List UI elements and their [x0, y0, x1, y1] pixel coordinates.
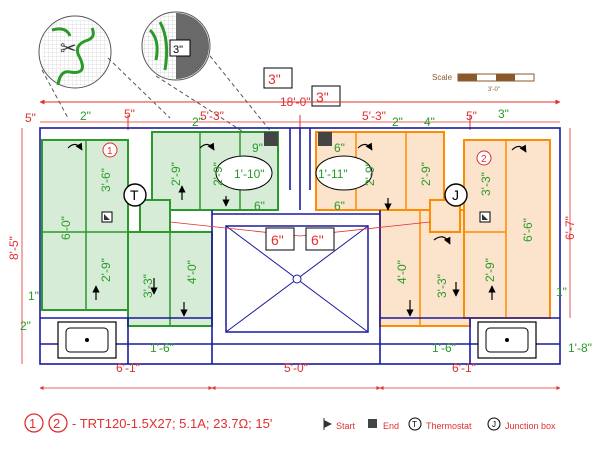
- dimension-label-r-111: 1'-11": [318, 167, 348, 181]
- dimension-label-l-33: 3'-3": [141, 274, 155, 298]
- dimension-label-l-29b: 2'-9": [169, 162, 183, 186]
- toilet-right: [315, 155, 373, 191]
- dimension-label-l-9: 9": [252, 141, 263, 155]
- dimension-label-r-top3: 3": [498, 107, 509, 121]
- dimension-label-r-66: 6'-6": [521, 218, 535, 242]
- thermostat-marker: T: [123, 183, 147, 207]
- dimension-label-l-60: 6'-0": [59, 216, 73, 240]
- dimension-label-r-29b: 2'-9": [419, 162, 433, 186]
- dimension-label-l-2a: 2": [20, 319, 31, 333]
- dimension-label-r-1b: 1": [556, 285, 567, 299]
- dim-top-left-gap: 5": [25, 111, 36, 125]
- sink-right: [477, 321, 537, 359]
- dimension-label-l-16: 1'-6": [150, 341, 174, 355]
- dim-top-left-mid: 5": [124, 107, 135, 121]
- dim-bottom-left: 6'-1": [116, 361, 140, 375]
- end-square-left: [264, 132, 278, 146]
- dimension-label-l-29a: 2'-9": [99, 258, 113, 282]
- dimension-label-one: 1: [107, 146, 113, 157]
- dimension-label-thermostat: T: [130, 187, 139, 203]
- dimension-label-r-6b: 6": [334, 141, 345, 155]
- start-flag-icon: [324, 420, 332, 428]
- end-square-right: [318, 132, 332, 146]
- dimension-label-l-110: 1'-10": [234, 167, 265, 181]
- box-3in-right: 3": [316, 89, 329, 105]
- legend-spec: - TRT120-1.5X27; 5.1A; 23.7Ω; 15': [72, 416, 272, 431]
- legend-num-2: 2: [53, 416, 60, 431]
- legend-start: Start: [336, 421, 356, 431]
- dim-top-right-gap: 5": [466, 109, 477, 123]
- dimension-label-l-40: 4'-0": [185, 260, 199, 284]
- dimension-label-two: 2: [481, 154, 487, 165]
- dim-top-center-left: 5'-3": [200, 109, 224, 123]
- dimension-label-r-6c: 6": [334, 199, 345, 213]
- dimension-label-l-1a: 1": [28, 289, 39, 303]
- dimension-label-r-33a: 3'-3": [479, 172, 493, 196]
- dim-bottom-right: 6'-1": [452, 361, 476, 375]
- sink-left: [57, 321, 117, 359]
- thermostat-icon: T: [412, 420, 417, 429]
- dimension-label-l-6a: 6": [254, 199, 265, 213]
- gap-callout: 3": [141, 11, 273, 134]
- start-flag-icon: [101, 211, 491, 223]
- end-square-icon: [368, 419, 377, 428]
- shower-tray: [225, 225, 369, 333]
- dim-bottom-center: 5'-0": [284, 361, 308, 375]
- dimension-label-r-29a: 2'-9": [363, 162, 377, 186]
- toilet-left: [215, 155, 273, 191]
- overall-width: 18'-0": [280, 95, 311, 109]
- dimension-label-r-16: 1'-6": [432, 341, 456, 355]
- dimension-label-junction: J: [452, 187, 459, 203]
- center-gap-left: 6": [271, 232, 284, 248]
- legend-thermostat: Thermostat: [426, 421, 472, 431]
- scissors-callout: ✂: [38, 15, 171, 119]
- callout-gap-label: 3": [173, 44, 183, 56]
- center-gap-right: 6": [311, 232, 324, 248]
- scale-value: 3'-0": [488, 87, 500, 93]
- junction-icon: J: [492, 420, 496, 429]
- dimension-label-r-33b: 3'-3": [435, 274, 449, 298]
- walls: [39, 127, 561, 365]
- dimension-label-l-top1: 2": [80, 109, 91, 123]
- legend-num-1: 1: [29, 416, 36, 431]
- dimension-label-l-29c: 2'-9": [211, 162, 225, 186]
- dimension-label-r-top1: 2": [392, 115, 403, 129]
- legend: 1 2 - TRT120-1.5X27; 5.1A; 23.7Ω; 15' St…: [24, 413, 556, 433]
- box-3in-left: 3": [268, 71, 281, 87]
- heating-zone-right: [315, 131, 551, 327]
- dimension-label-l-36: 3'-6": [99, 168, 113, 192]
- dimension-label-r-40: 4'-0": [395, 260, 409, 284]
- scissors-icon: ✂: [60, 38, 77, 60]
- scale-bar: Scale 3'-0": [432, 73, 535, 93]
- heating-zone-left: [41, 131, 279, 327]
- dimension-label-r-29c: 2'-9": [483, 258, 497, 282]
- dimension-label-r-18: 1'-8": [568, 341, 592, 355]
- dimension-label-r-top2: 4": [424, 115, 435, 129]
- circuit-1-marker: 1: [102, 142, 118, 158]
- circuit-2-marker: 2: [476, 150, 492, 166]
- dimension-label-l-top2: 2": [192, 115, 203, 129]
- junction-marker: J: [444, 183, 468, 207]
- dim-top-center-right: 5'-3": [362, 109, 386, 123]
- legend-junction: Junction box: [505, 421, 556, 431]
- legend-end: End: [383, 421, 399, 431]
- dim-left-height: 8'-5": [7, 236, 21, 260]
- scale-label: Scale: [432, 73, 453, 82]
